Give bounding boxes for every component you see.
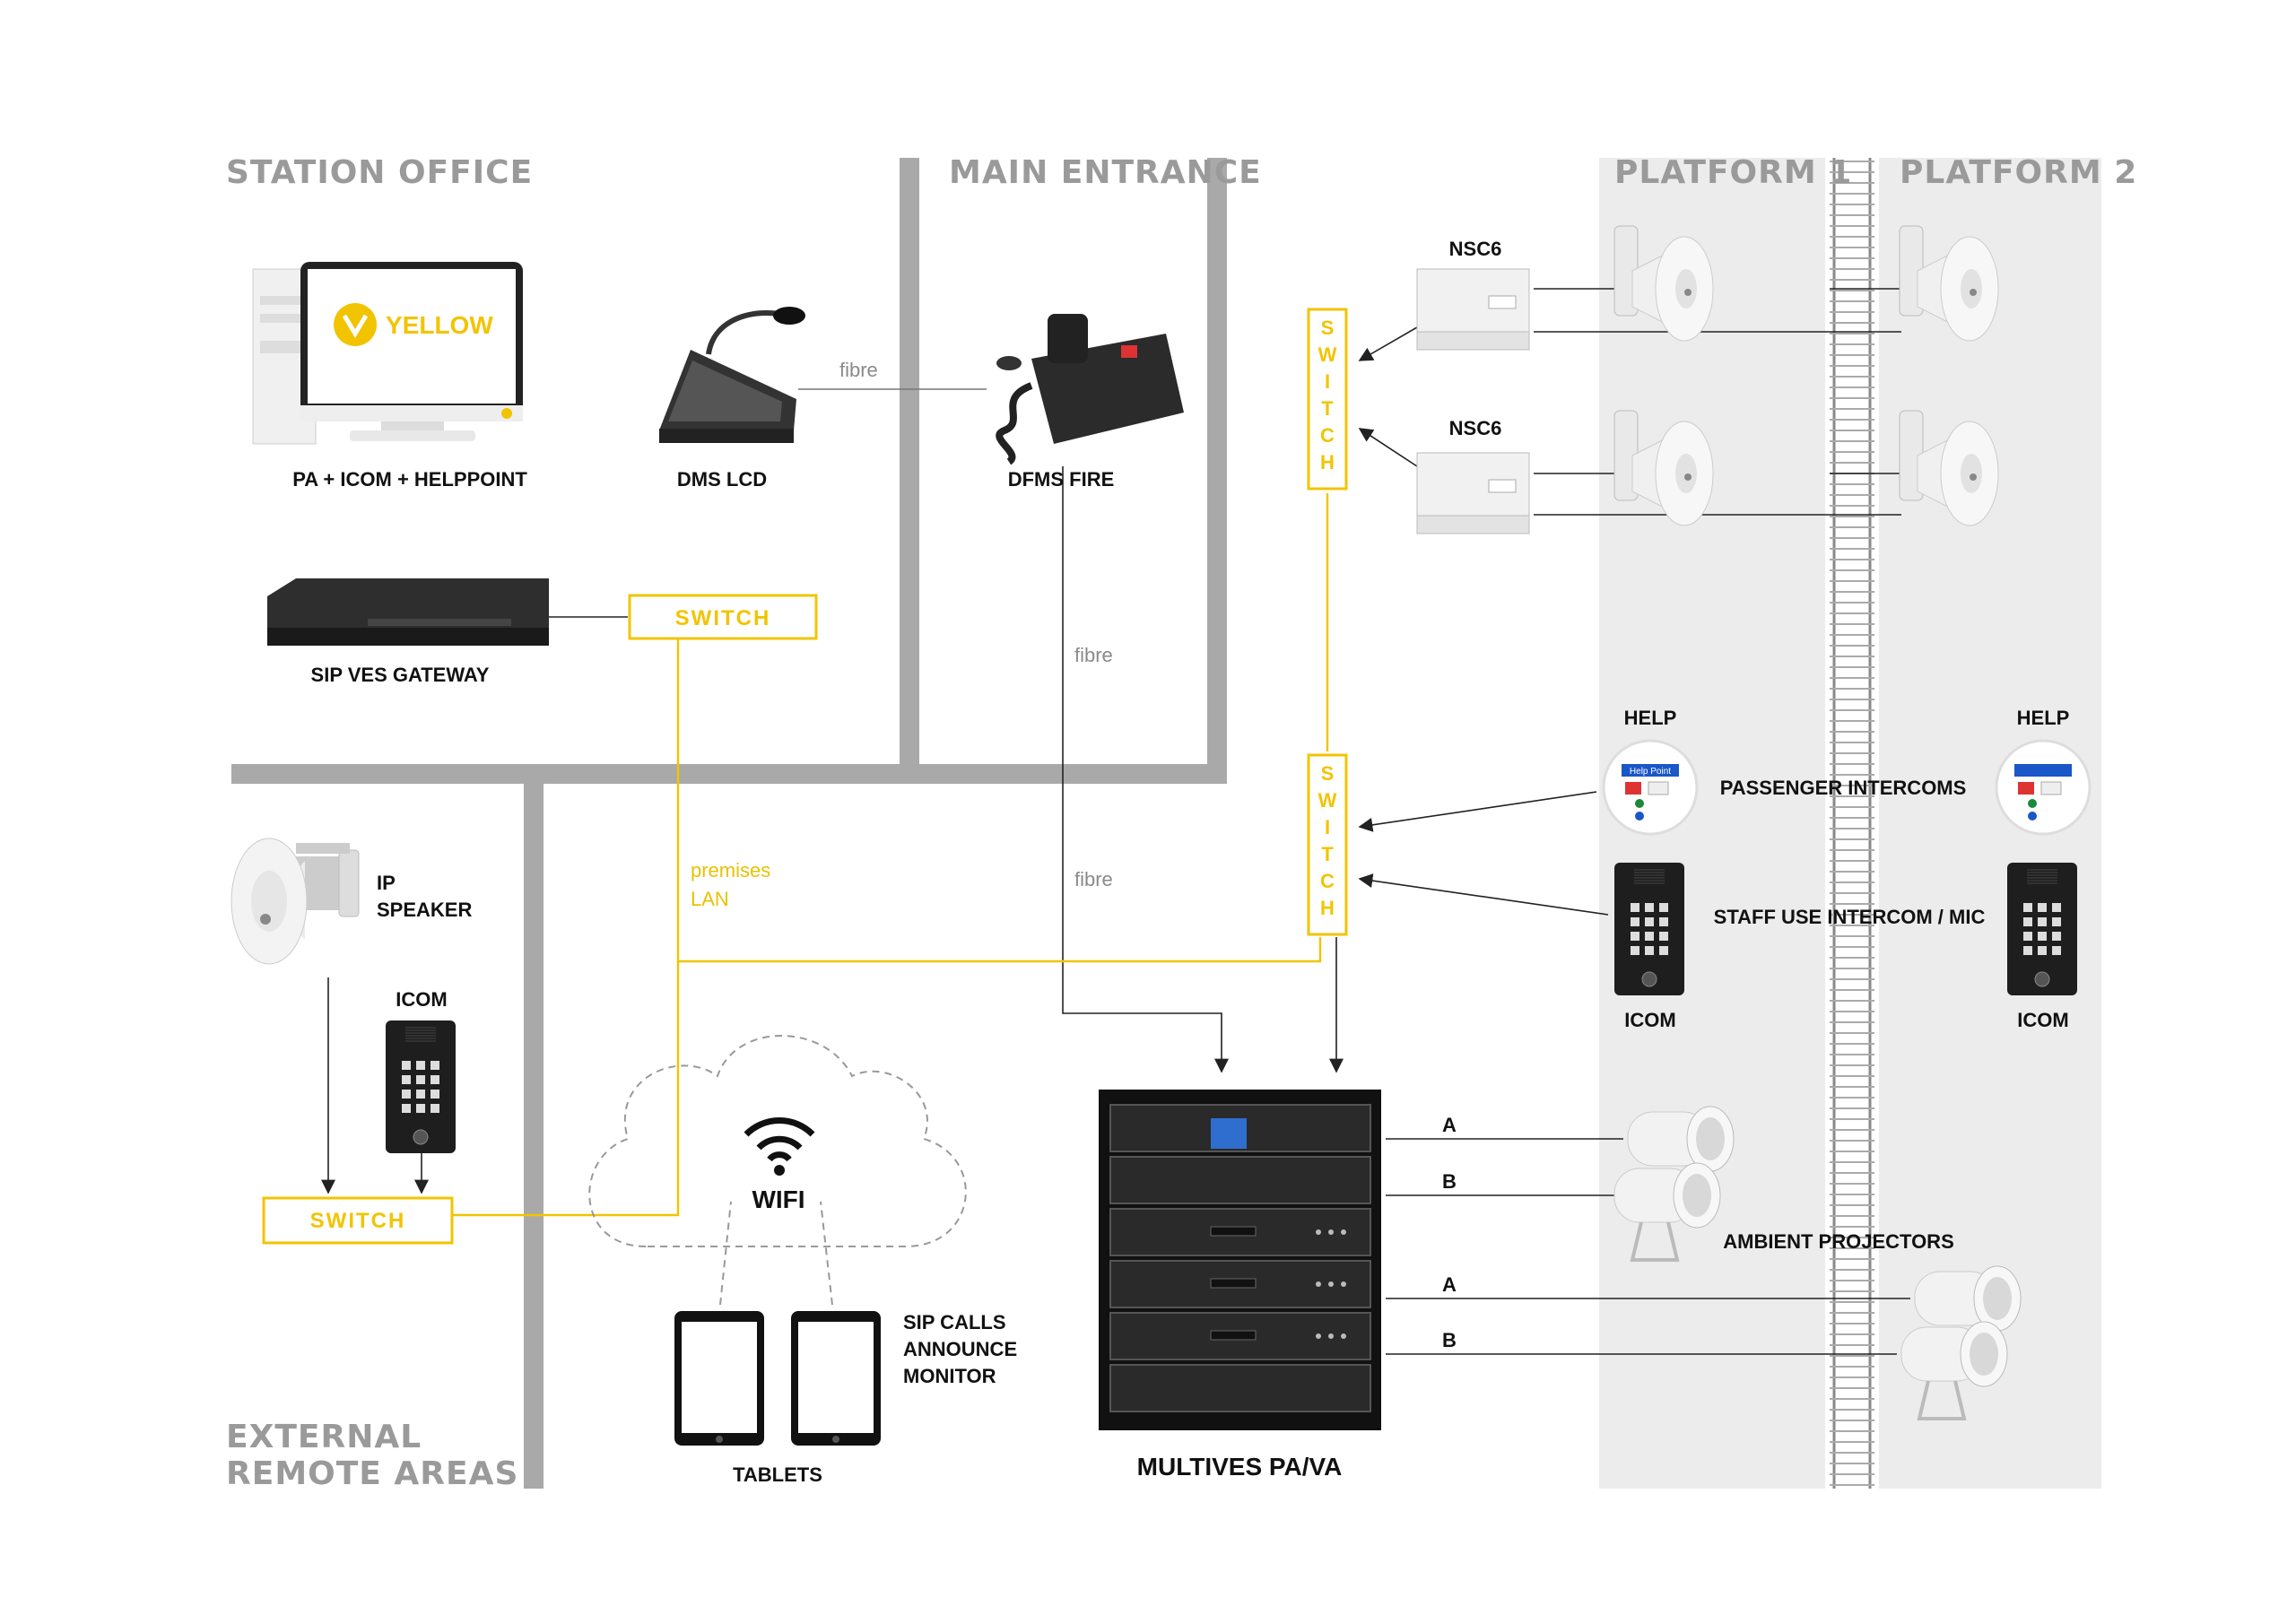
dms-lcd-label: DMS LCD bbox=[677, 468, 767, 491]
help-label-1: HELP bbox=[1624, 707, 1677, 729]
svg-text:SWITCH: SWITCH bbox=[675, 606, 771, 630]
horn-speaker[interactable] bbox=[1613, 225, 1714, 342]
switch-letter: H bbox=[1320, 897, 1335, 919]
icom-p2-label: ICOM bbox=[2017, 1009, 2068, 1031]
fibre-label-3: fibre bbox=[1074, 868, 1113, 890]
tablet-1[interactable] bbox=[674, 1311, 764, 1446]
gateway-label: SIP VES GATEWAY bbox=[311, 664, 490, 686]
switch-letter: H bbox=[1320, 451, 1335, 473]
vertical-switch-top[interactable]: SWITCH bbox=[1307, 308, 1348, 491]
zone-station-office: STATION OFFICE bbox=[226, 154, 533, 191]
horn-speaker[interactable] bbox=[1613, 410, 1714, 526]
dfms-fire-console[interactable] bbox=[996, 314, 1184, 465]
fibre-label-2: fibre bbox=[1074, 644, 1113, 666]
external-switch[interactable]: SWITCH bbox=[262, 1196, 454, 1245]
icom-panel[interactable] bbox=[386, 1020, 456, 1153]
ambient-projector[interactable] bbox=[1914, 1265, 2022, 1332]
pc-label: PA + ICOM + HELPPOINT bbox=[292, 468, 527, 491]
zone-main-entrance: MAIN ENTRANCE bbox=[949, 154, 1262, 191]
icom-ext-label: ICOM bbox=[396, 988, 447, 1011]
ambient-projectors bbox=[1613, 1106, 2022, 1420]
zone-platform-2: PLATFORM 2 bbox=[1900, 154, 2137, 191]
multives-label: MULTIVES PA/VA bbox=[1137, 1453, 1343, 1481]
icom-panel[interactable] bbox=[2007, 863, 2077, 995]
tablet-2[interactable] bbox=[791, 1311, 881, 1446]
rail-track bbox=[1830, 161, 1874, 1486]
staff-intercom-label: STAFF USE INTERCOM / MIC bbox=[1714, 906, 1986, 928]
ambient-projector[interactable] bbox=[1627, 1106, 1735, 1172]
help-point-2[interactable] bbox=[1995, 739, 2092, 836]
zone-a-1: A bbox=[1442, 1114, 1457, 1136]
connections bbox=[321, 288, 1910, 1355]
help-label-2: HELP bbox=[2017, 707, 2070, 729]
ambient-projector[interactable] bbox=[1613, 1162, 1721, 1262]
icom-p1-label: ICOM bbox=[1624, 1009, 1675, 1031]
wifi-label: WIFI bbox=[752, 1185, 804, 1213]
sip-ves-gateway[interactable] bbox=[267, 578, 549, 646]
horn-speaker[interactable] bbox=[1899, 225, 1999, 342]
walls bbox=[231, 158, 1227, 1489]
svg-text:Help Point: Help Point bbox=[1630, 767, 1671, 777]
switch-letter: T bbox=[1321, 843, 1334, 865]
lan-label-1: premises bbox=[691, 859, 770, 881]
fibre-label-1: fibre bbox=[839, 359, 878, 381]
sip-label-1: SIP CALLS bbox=[903, 1311, 1006, 1333]
horn-speakers bbox=[1613, 225, 1999, 526]
nsc6-top[interactable] bbox=[1416, 268, 1530, 351]
multives-rack[interactable] bbox=[1099, 1090, 1381, 1430]
pc-brand: YELLOW bbox=[386, 311, 493, 339]
switch-letter: W bbox=[1318, 343, 1337, 366]
ambient-projector[interactable] bbox=[1900, 1321, 2008, 1420]
horn-speaker[interactable] bbox=[1899, 410, 1999, 526]
switch-letter: S bbox=[1321, 762, 1335, 785]
wifi-icon bbox=[744, 1117, 815, 1176]
lan-label-2: LAN bbox=[691, 888, 729, 910]
zone-external-2: REMOTE AREAS bbox=[226, 1455, 518, 1492]
zone-b-1: B bbox=[1442, 1170, 1457, 1193]
pc-workstation[interactable]: YELLOW bbox=[252, 262, 523, 445]
ambient-label: AMBIENT PROJECTORS bbox=[1723, 1230, 1954, 1253]
dms-lcd-console[interactable] bbox=[659, 307, 805, 443]
rack-unit bbox=[1109, 1156, 1371, 1204]
svg-text:SWITCH: SWITCH bbox=[310, 1209, 406, 1233]
zone-b-2: B bbox=[1442, 1329, 1457, 1351]
ip-speaker[interactable] bbox=[230, 838, 360, 965]
zone-platform-1: PLATFORM 1 bbox=[1614, 154, 1852, 191]
switch-letter: C bbox=[1320, 424, 1335, 447]
wifi-cloud bbox=[588, 1035, 967, 1247]
nsc6-bottom[interactable] bbox=[1416, 452, 1530, 534]
switch-letter: I bbox=[1325, 816, 1330, 838]
icom-panel[interactable] bbox=[1614, 863, 1684, 995]
nsc6-top-label: NSC6 bbox=[1449, 238, 1502, 260]
switch-letter: T bbox=[1321, 397, 1334, 420]
dfms-fire-label: DFMS FIRE bbox=[1008, 468, 1115, 491]
switch-letter: I bbox=[1325, 370, 1330, 393]
yellow-logo-icon bbox=[334, 303, 377, 346]
nsc6-bottom-label: NSC6 bbox=[1449, 417, 1502, 439]
office-switch[interactable]: SWITCH bbox=[628, 594, 818, 640]
switch-letter: W bbox=[1318, 789, 1337, 812]
icom-panels bbox=[386, 863, 2077, 1153]
switch-letter: C bbox=[1320, 870, 1335, 892]
help-point-1[interactable]: Help Point bbox=[1602, 739, 1699, 836]
vertical-switch-mid[interactable]: SWITCH bbox=[1307, 753, 1348, 936]
zone-external-1: EXTERNAL bbox=[226, 1419, 422, 1455]
sip-label-3: MONITOR bbox=[903, 1365, 996, 1387]
rack-unit bbox=[1109, 1364, 1371, 1412]
tablets-label: TABLETS bbox=[733, 1463, 822, 1486]
sip-label-2: ANNOUNCE bbox=[903, 1338, 1017, 1360]
zone-a-2: A bbox=[1442, 1273, 1457, 1296]
switch-letter: S bbox=[1321, 317, 1335, 339]
passenger-intercoms-label: PASSENGER INTERCOMS bbox=[1720, 777, 1967, 799]
ip-speaker-label-2: SPEAKER bbox=[377, 899, 472, 921]
ip-speaker-label-1: IP bbox=[377, 872, 396, 894]
